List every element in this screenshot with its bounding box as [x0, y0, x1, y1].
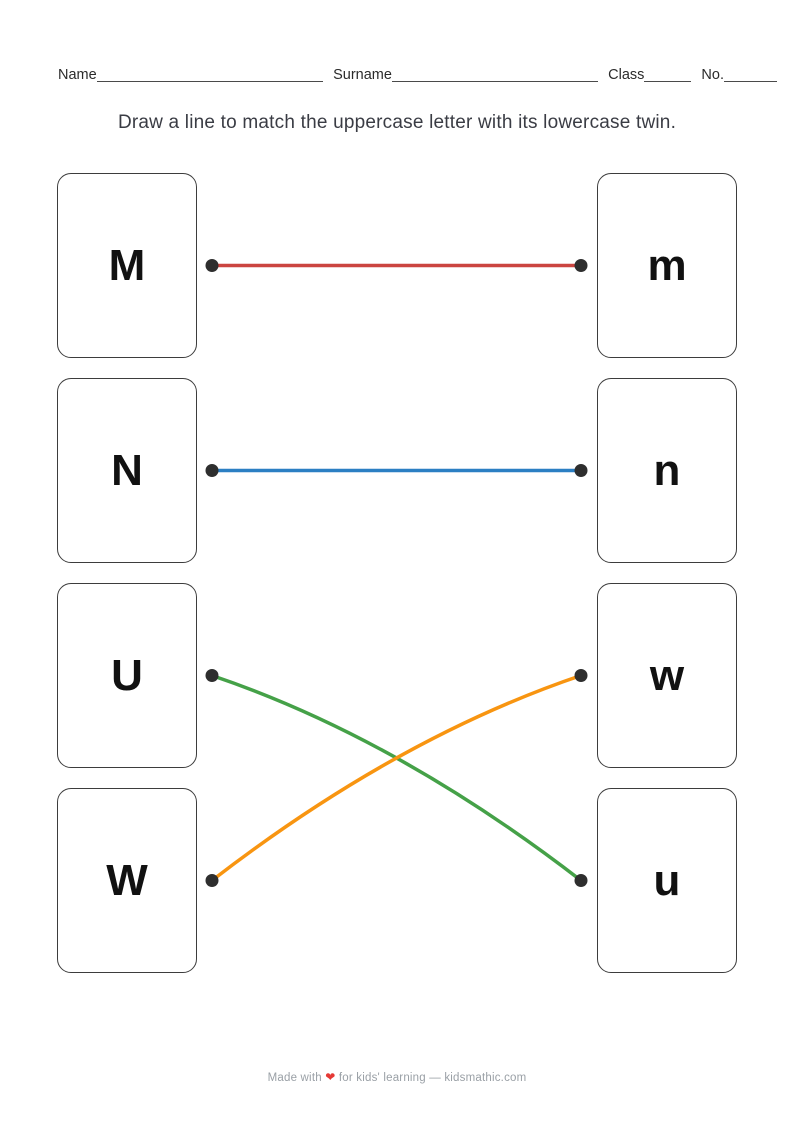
footer-text-right: for kids' learning — kidsmathic.com: [338, 1072, 527, 1084]
connection-line-U-u: [210, 673, 583, 883]
name-field: Name: [58, 67, 324, 84]
letter-card-u: u: [597, 788, 737, 973]
footer-credit: Made with ❤ for kids' learning — kidsmat…: [0, 1070, 794, 1084]
connection-lines-layer: [205, 259, 588, 887]
class-underline: [644, 76, 692, 82]
surname-underline: [391, 76, 599, 82]
endpoint-dot: [574, 669, 588, 682]
card-letter: w: [649, 650, 685, 700]
instruction-text: Draw a line to match the uppercase lette…: [117, 112, 677, 133]
card-letter: m: [647, 240, 687, 290]
letter-card-N: N: [57, 378, 197, 563]
surname-label: Surname: [333, 67, 392, 83]
name-underline: [96, 76, 324, 82]
connection-line-W-w: [210, 673, 583, 883]
student-info-header: Name Surname Class No.: [58, 67, 777, 84]
card-letter: n: [653, 445, 681, 495]
name-label: Name: [58, 67, 97, 83]
heart-icon: ❤: [325, 1070, 336, 1084]
card-letter: U: [111, 650, 143, 700]
letter-card-w: w: [597, 583, 737, 768]
number-label: No.: [701, 67, 724, 83]
endpoint-dot: [574, 259, 588, 272]
card-letter: u: [653, 855, 681, 905]
surname-field: Surname: [333, 67, 599, 84]
letter-card-n: n: [597, 378, 737, 563]
card-letter: M: [108, 240, 146, 290]
endpoint-dot: [205, 874, 219, 887]
endpoint-dot: [205, 259, 219, 272]
number-field: No.: [701, 67, 777, 84]
letter-card-m: m: [597, 173, 737, 358]
endpoint-dot: [574, 874, 588, 887]
letter-card-M: M: [57, 173, 197, 358]
class-field: Class: [608, 67, 692, 84]
endpoint-dot: [205, 669, 219, 682]
class-label: Class: [608, 67, 645, 83]
number-underline: [724, 76, 777, 82]
endpoint-dot: [205, 464, 219, 477]
card-letter: N: [111, 445, 143, 495]
card-letter: W: [106, 855, 148, 905]
footer-text-left: Made with: [267, 1072, 322, 1084]
letter-card-U: U: [57, 583, 197, 768]
endpoint-dot: [574, 464, 588, 477]
letter-card-W: W: [57, 788, 197, 973]
